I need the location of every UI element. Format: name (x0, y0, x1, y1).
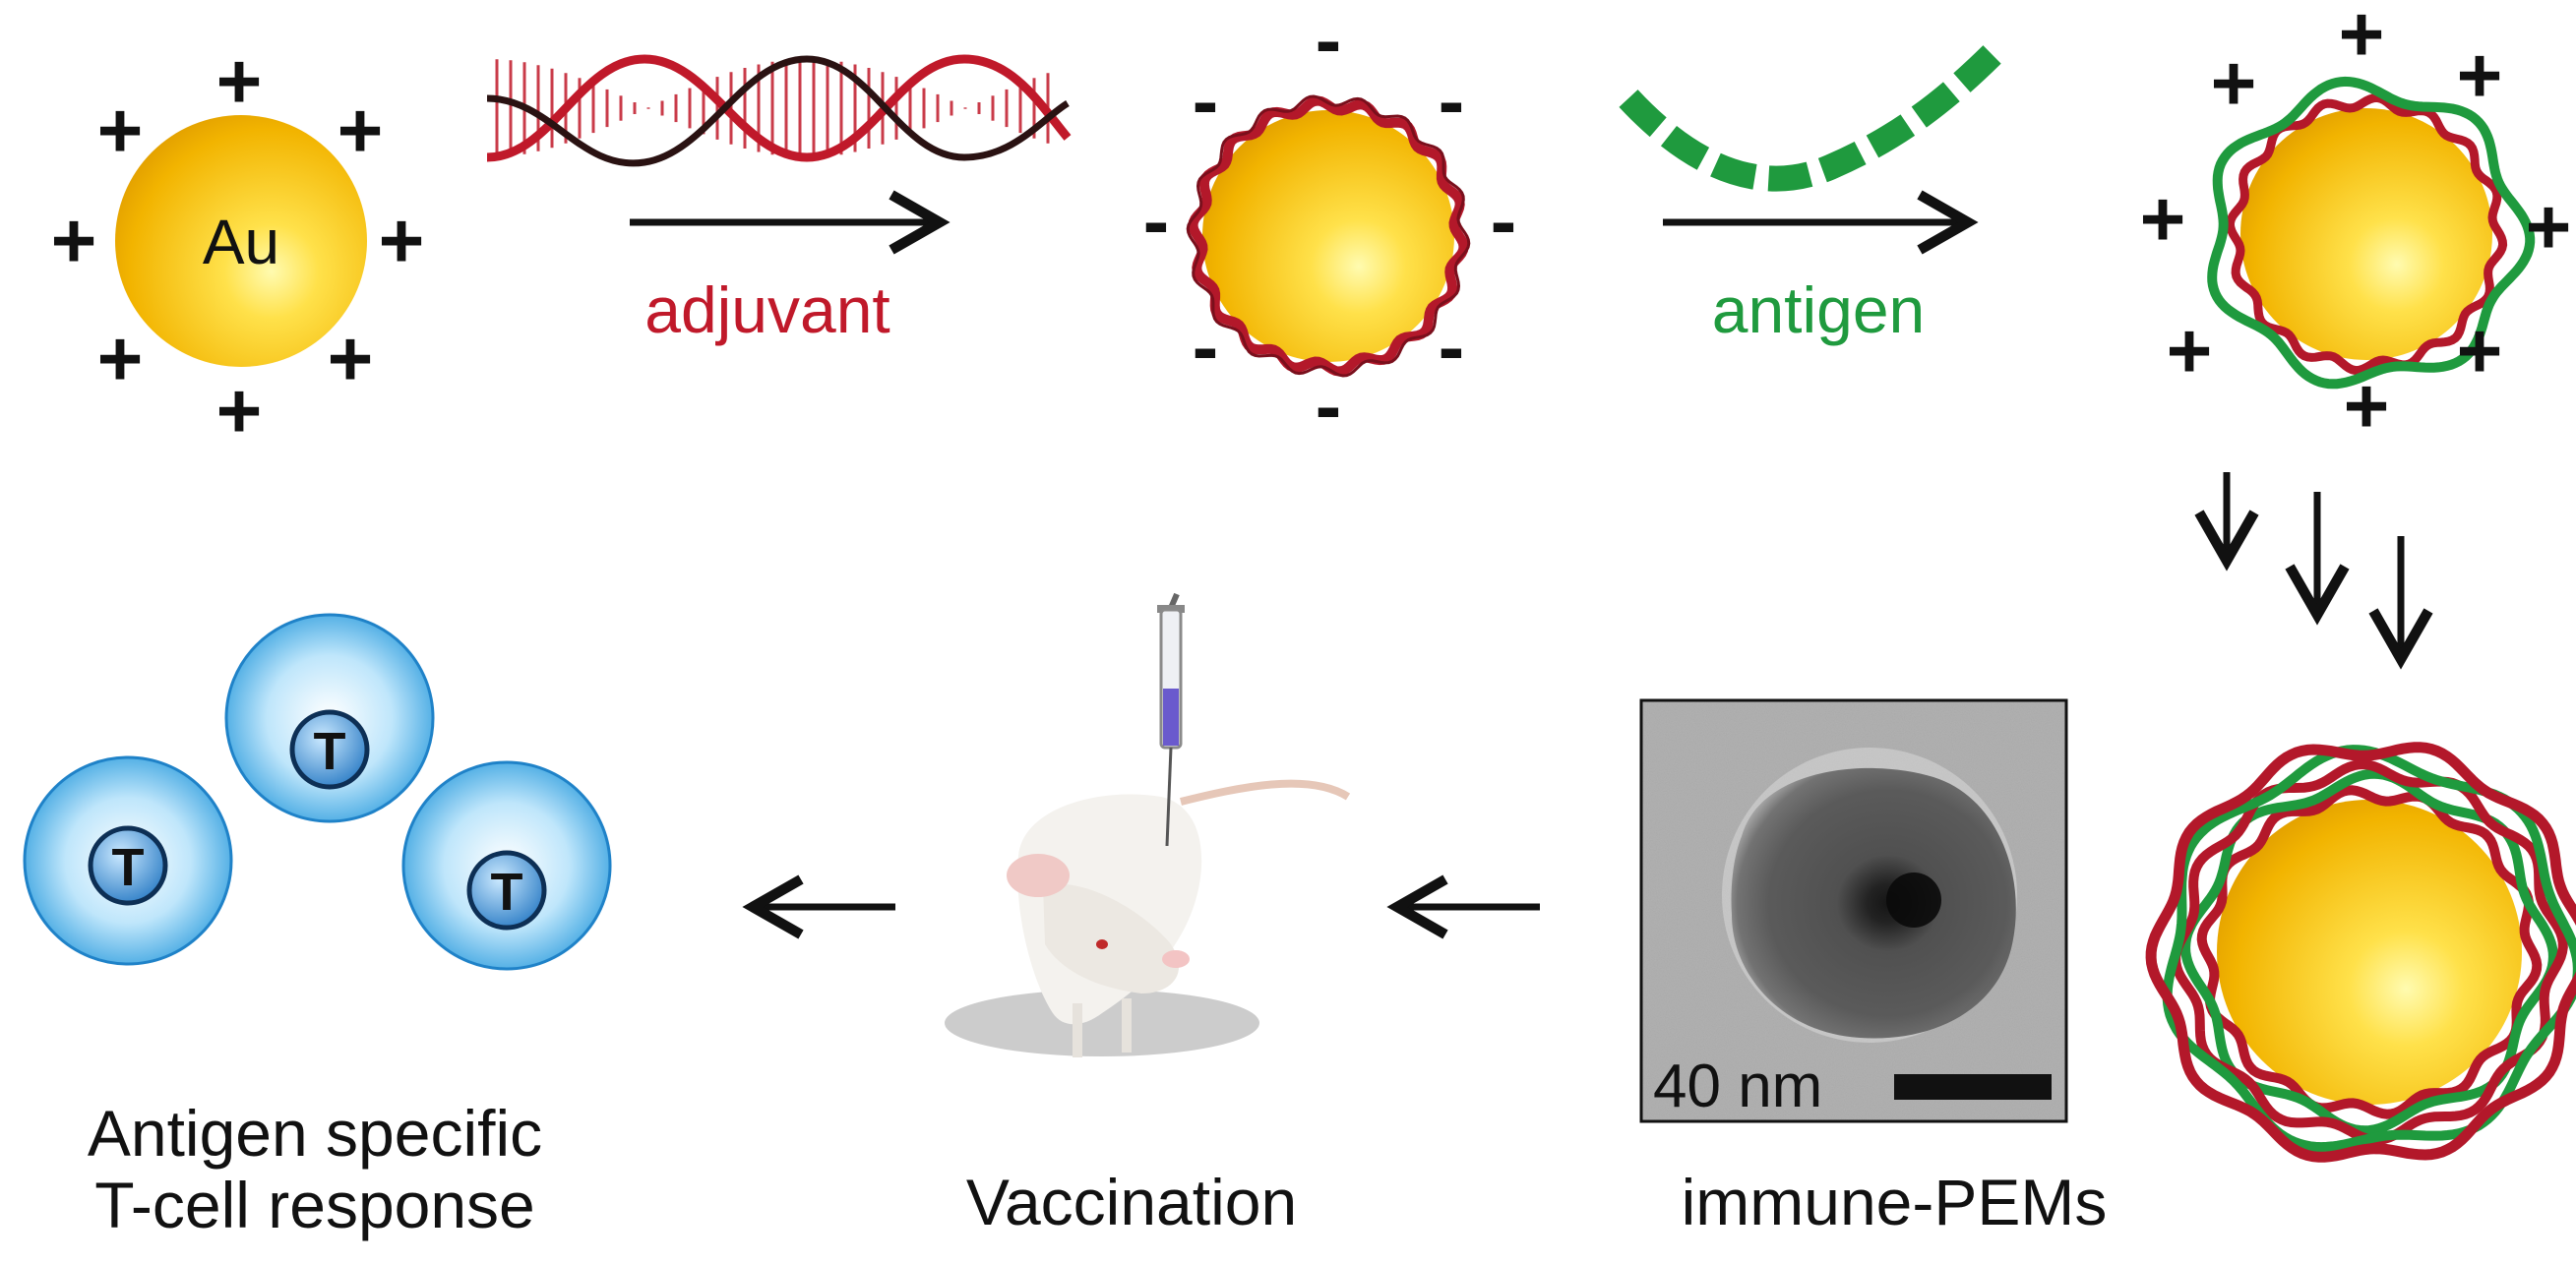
response-caption-line2: T-cell response (94, 1169, 535, 1241)
gold-label: Au (203, 207, 279, 277)
plus-charge: + (97, 315, 144, 402)
gold-nanoparticle-cationic: Au (115, 115, 367, 367)
plus-charge: + (2339, 0, 2385, 78)
gold-core (115, 115, 367, 367)
gold-core (1202, 110, 1454, 362)
plus-charge: + (328, 315, 374, 402)
plus-charge: + (2457, 307, 2503, 394)
minus-charge: - (1193, 303, 1219, 391)
adjuvant-layer-outline (1186, 94, 1471, 378)
adjuvant-layer (2225, 92, 2508, 376)
antigen-strand-icon (1619, 39, 2007, 192)
t-cell-nucleus (289, 709, 370, 790)
syringe-icon (1157, 592, 1185, 847)
plus-charge: + (2140, 175, 2186, 263)
positive-charges-initial: + + + + + + + + (51, 37, 425, 454)
plus-charge: + (216, 367, 263, 454)
antigen-layer (2180, 768, 2558, 1136)
scale-bar (1894, 1074, 2052, 1100)
gold-nanoparticle-bilayer (2207, 76, 2536, 390)
minus-charge: - (1316, 0, 1342, 84)
repeat-layering-arrows (2194, 472, 2433, 670)
plus-charge: + (337, 87, 384, 174)
plus-charge: + (2526, 183, 2572, 271)
positive-charges-bilayer: + + + + + + + + (2140, 0, 2572, 450)
t-cell-group: T T T (23, 613, 612, 971)
immune-pems-caption: immune-PEMs (1682, 1166, 2108, 1238)
t-cell: T (224, 613, 435, 823)
vaccination-caption: Vaccination (966, 1166, 1297, 1238)
plus-charge: + (2167, 307, 2213, 394)
minus-charge: - (1193, 57, 1219, 145)
plus-charge: + (2344, 362, 2390, 450)
scale-bar-label: 40 nm (1653, 1053, 1822, 1120)
minus-charge: - (1439, 303, 1465, 391)
plus-charge: + (379, 197, 425, 284)
gold-core (2240, 108, 2492, 360)
antigen-label: antigen (1712, 273, 1926, 346)
plus-charge: + (2457, 31, 2503, 119)
t-cell-nucleus (88, 825, 168, 906)
t-cell-label: T (314, 722, 346, 781)
plus-charge: + (51, 197, 97, 284)
gold-core (2217, 800, 2522, 1105)
plus-charge: + (2211, 39, 2257, 127)
minus-charge: - (1143, 177, 1170, 265)
adjuvant-label: adjuvant (644, 273, 890, 346)
t-cell-nucleus (466, 850, 547, 931)
negative-charges: - - - - - - - - (1143, 0, 1517, 450)
tem-micrograph: 40 nm (1639, 698, 2068, 1123)
t-cell-label: T (491, 863, 523, 922)
adjuvant-layer (2196, 785, 2543, 1119)
adjuvant-layer (1188, 95, 1469, 377)
t-cell: T (401, 760, 612, 971)
t-cell: T (23, 755, 233, 966)
minus-charge: - (1439, 57, 1465, 145)
plus-charge: + (97, 87, 144, 174)
gold-nanoparticle-adjuvant-coated (1186, 94, 1471, 378)
minus-charge: - (1491, 177, 1517, 265)
adjuvant-dna-helix-icon (486, 54, 1072, 167)
antigen-layer (2207, 76, 2536, 390)
mouse-vaccination-icon (945, 592, 1351, 1057)
immune-pem-particle (2145, 742, 2576, 1163)
t-cell-label: T (112, 838, 145, 897)
response-caption-line1: Antigen specific (88, 1097, 542, 1170)
adjuvant-layer (2145, 742, 2576, 1163)
plus-charge: + (216, 37, 263, 125)
minus-charge: - (1316, 362, 1342, 450)
